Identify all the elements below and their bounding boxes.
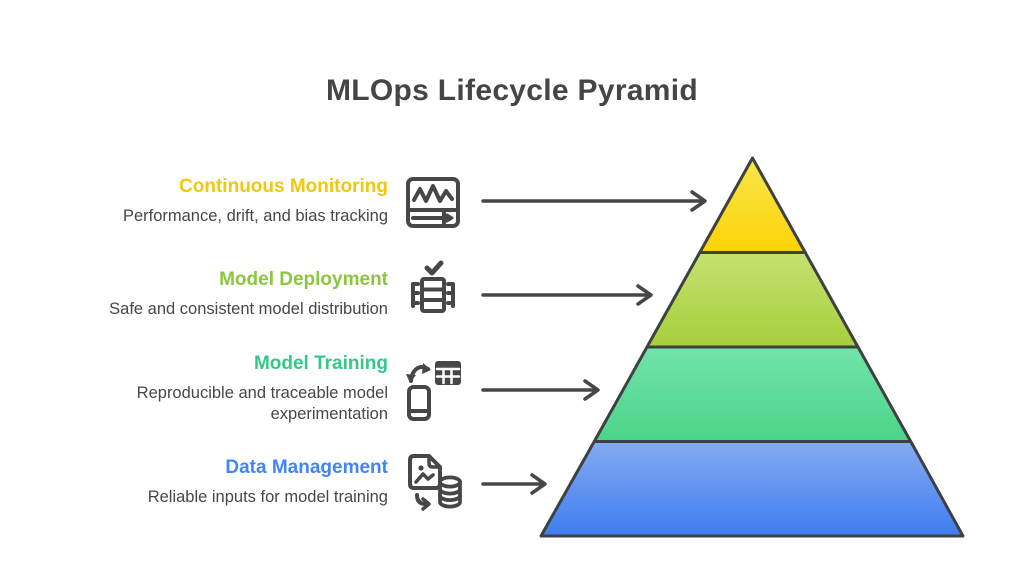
level-title: Continuous Monitoring bbox=[179, 176, 388, 197]
level-row-data-management: Data Management Reliable inputs for mode… bbox=[48, 455, 388, 508]
level-description: Performance, drift, and bias tracking bbox=[122, 207, 388, 225]
level-row-model-training: Model Training Reproducible and traceabl… bbox=[48, 351, 388, 425]
arrow-model-training bbox=[481, 379, 600, 401]
level-row-continuous-monitoring: Continuous Monitoring Performance, drift… bbox=[48, 174, 388, 227]
pyramid-level-continuous-monitoring bbox=[698, 156, 807, 254]
level-title: Model Training bbox=[253, 353, 388, 374]
page-title: MLOps Lifecycle Pyramid bbox=[325, 74, 699, 108]
level-description: Safe and consistent model distribution bbox=[109, 300, 388, 318]
arrow-model-deployment bbox=[481, 284, 653, 306]
training-sync-icon bbox=[402, 355, 466, 429]
data-to-database-icon bbox=[402, 451, 466, 523]
arrow-data-management bbox=[481, 473, 547, 495]
pyramid-level-model-training bbox=[592, 345, 913, 443]
pyramid-level-model-deployment bbox=[645, 251, 860, 349]
arrow-continuous-monitoring bbox=[481, 190, 707, 212]
level-description: Reliable inputs for model training bbox=[147, 488, 388, 506]
level-description: Reproducible and traceable model experim… bbox=[136, 384, 388, 423]
level-title: Model Deployment bbox=[219, 269, 388, 290]
deployment-stack-icon bbox=[404, 260, 462, 324]
level-title: Data Management bbox=[225, 457, 388, 478]
pyramid-level-data-management bbox=[539, 440, 965, 538]
activity-monitor-icon bbox=[403, 172, 463, 232]
level-row-model-deployment: Model Deployment Safe and consistent mod… bbox=[48, 267, 388, 320]
